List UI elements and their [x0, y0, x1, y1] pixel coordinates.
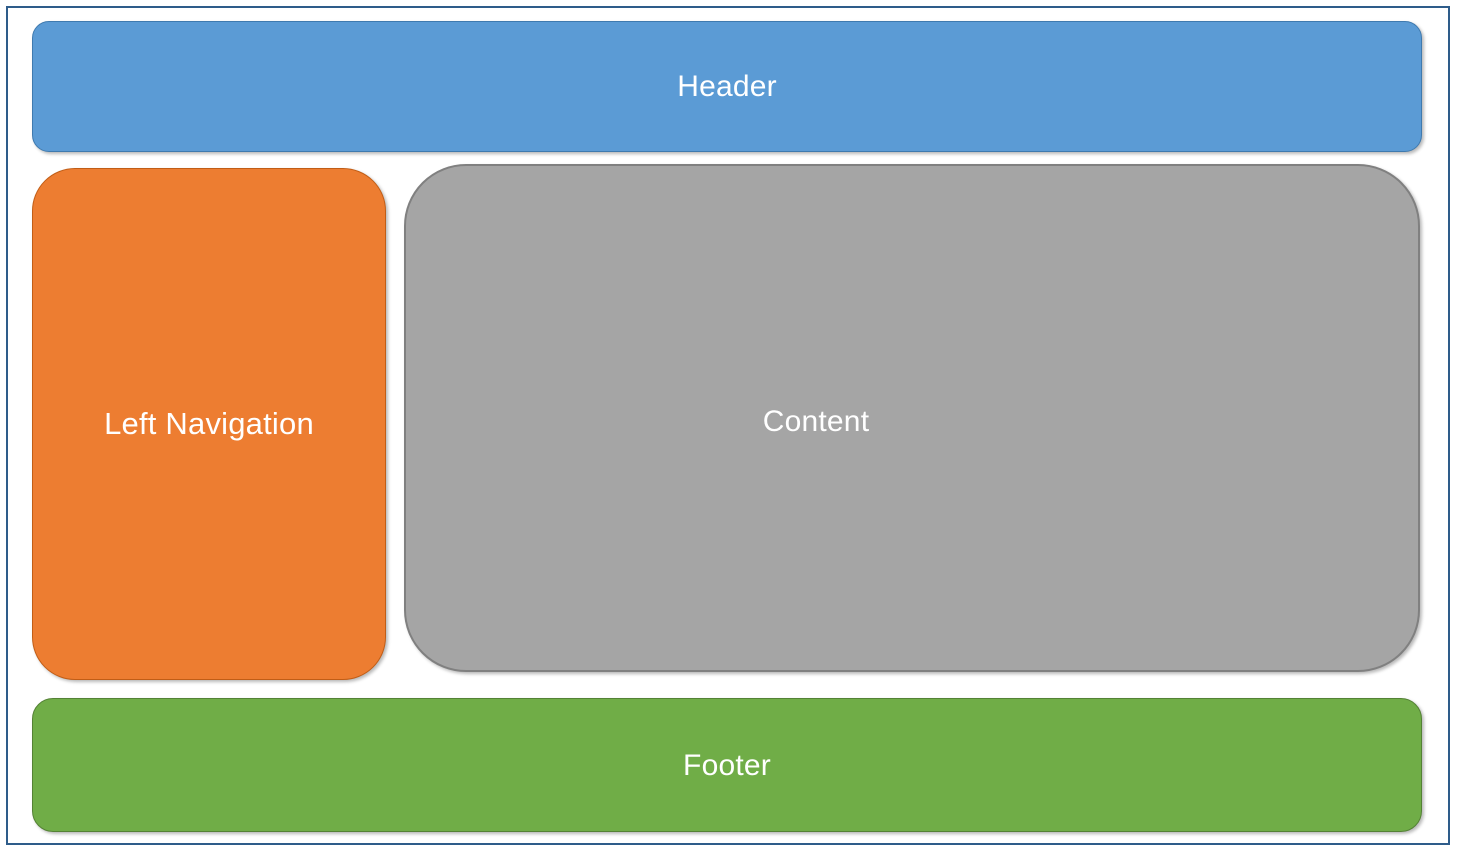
layout-block-left-navigation[interactable]: Left Navigation: [32, 168, 386, 680]
content-label: Content: [762, 405, 870, 438]
layout-block-header[interactable]: Header: [32, 21, 1422, 152]
layout-block-footer[interactable]: Footer: [32, 698, 1422, 832]
layout-block-content[interactable]: Content: [404, 164, 1420, 672]
header-label: Header: [677, 70, 777, 103]
left-navigation-label: Left Navigation: [104, 405, 314, 441]
footer-label: Footer: [683, 748, 771, 782]
